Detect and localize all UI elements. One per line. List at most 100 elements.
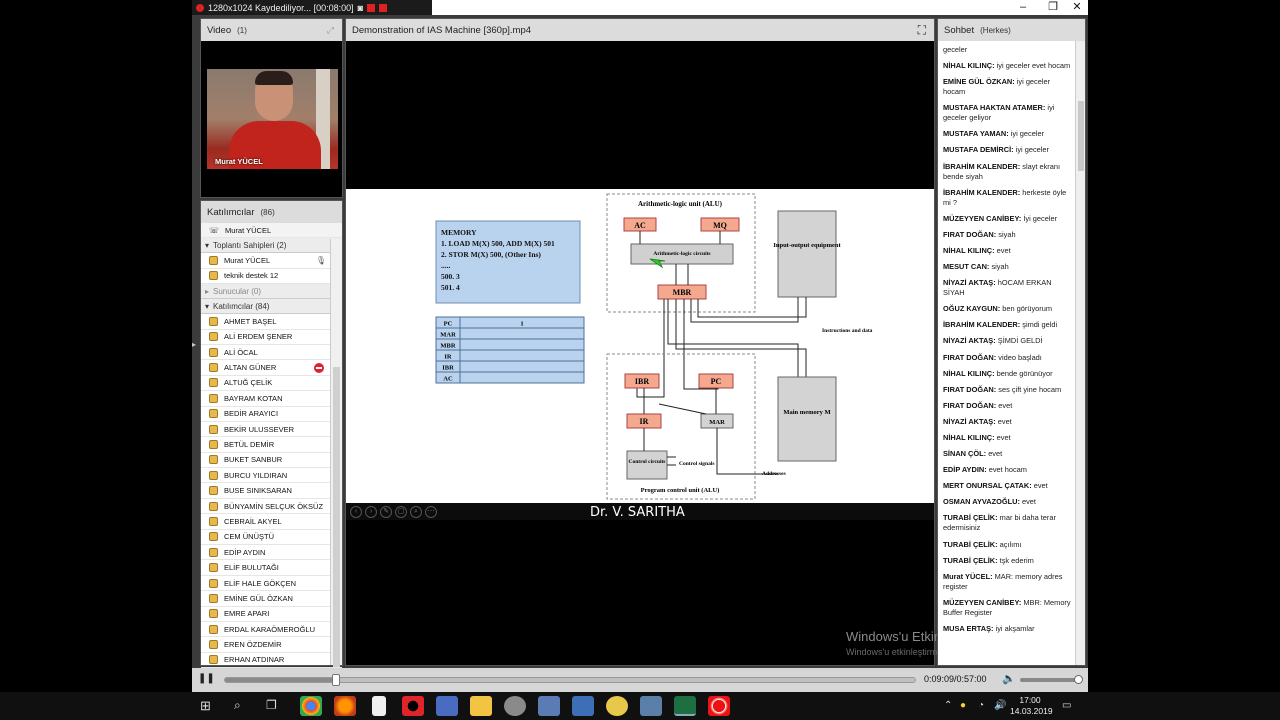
windows-taskbar: ⊞ ⌕ ❐ ⌃ ● ◔ 🔊 17:00 14.03.2019 ▭ bbox=[0, 692, 1280, 720]
chat-scroll-thumb[interactable] bbox=[1078, 101, 1084, 171]
seek-knob[interactable] bbox=[332, 674, 340, 686]
expand-icon[interactable]: ⤢ bbox=[326, 24, 334, 35]
tray-clock[interactable]: 17:00 14.03.2019 bbox=[1010, 695, 1053, 717]
main-video-title: Demonstration of IAS Machine [360p].mp4 bbox=[352, 24, 532, 36]
collapse-arrow-icon[interactable]: ▸ bbox=[192, 340, 197, 349]
volume-knob[interactable] bbox=[1074, 675, 1083, 684]
chat-text: evet hocam bbox=[988, 465, 1027, 475]
app-icon-3[interactable] bbox=[538, 696, 560, 716]
participant-row[interactable]: ERDAL KARAÖMEROĞLU bbox=[201, 622, 342, 638]
group-hosts[interactable]: ▾Toplantı Sahipleri (2) bbox=[201, 238, 342, 254]
chrome-icon[interactable] bbox=[300, 696, 322, 716]
app-icon-5[interactable] bbox=[640, 696, 662, 716]
speaker-icon[interactable]: 🔊 bbox=[994, 700, 1007, 711]
excel-icon[interactable] bbox=[674, 696, 696, 716]
participant-row[interactable]: BUSE SINIKSARAN bbox=[201, 483, 342, 499]
camera-icon[interactable]: ◙ bbox=[357, 2, 364, 13]
more-icon[interactable]: ⋯ bbox=[425, 505, 437, 518]
scroll-thumb[interactable] bbox=[333, 367, 340, 667]
participant-row[interactable]: ALİ ERDEM ŞENER bbox=[201, 330, 342, 345]
participants-panel: Katılımcılar (86) ☏ Murat YÜCEL ▾Toplant… bbox=[200, 200, 343, 669]
zoom-icon[interactable]: ⌕ bbox=[410, 505, 422, 518]
search-icon[interactable]: ⌕ bbox=[234, 698, 241, 712]
prev-slide-icon[interactable]: ‹ bbox=[350, 505, 362, 518]
pen-icon[interactable]: ✎ bbox=[380, 505, 392, 518]
participant-row[interactable]: CEM ÜNÜŞTÜ bbox=[201, 530, 342, 546]
lock-icon bbox=[209, 624, 218, 634]
pause-record-icon[interactable] bbox=[367, 3, 376, 12]
task-view-icon[interactable]: ❐ bbox=[266, 698, 277, 712]
participant-row[interactable]: ALTAN GÜNER bbox=[201, 360, 342, 376]
participant-row[interactable]: ALİ ÖCAL bbox=[201, 345, 342, 361]
pcu-box bbox=[606, 353, 756, 500]
star-app-icon[interactable] bbox=[606, 696, 628, 716]
group-attendees[interactable]: ▾Katılımcılar (84) bbox=[201, 299, 342, 315]
participant-row[interactable]: EREN ÖZDEMİR bbox=[201, 637, 342, 653]
chevron-right-icon: ▸ bbox=[205, 286, 210, 296]
chat-sender: NİYAZİ AKTAŞ: bbox=[943, 278, 996, 288]
minimize-button[interactable]: – bbox=[1019, 1, 1027, 13]
participant-row[interactable]: AHMET BAŞEL bbox=[201, 314, 342, 330]
seek-bar[interactable] bbox=[224, 674, 916, 686]
participant-row[interactable]: EMRE APARI bbox=[201, 607, 342, 622]
video-panel: Video (1) ⤢ Murat YÜCEL bbox=[200, 18, 343, 198]
participant-row[interactable]: BUKET SANBUR bbox=[201, 453, 342, 469]
participant-row[interactable]: ERHAN ATDINAR bbox=[201, 653, 342, 669]
pc-value: 1 bbox=[520, 321, 523, 328]
io-box bbox=[777, 210, 837, 298]
chat-sender: NİHAL KILINÇ: bbox=[943, 61, 995, 71]
slide-author: Dr. V. SARITHA bbox=[590, 505, 685, 520]
participant-row[interactable]: BEKİR ULUSSEVER bbox=[201, 422, 342, 438]
close-button[interactable]: ✕ bbox=[1072, 1, 1082, 13]
notifications-icon[interactable]: ▭ bbox=[1062, 700, 1072, 711]
participant-row[interactable]: EMİNE GÜL ÖZKAN bbox=[201, 591, 342, 607]
pause-button[interactable]: ❚❚ bbox=[198, 673, 215, 684]
app-icon-2[interactable] bbox=[504, 696, 526, 716]
opera-icon[interactable] bbox=[402, 696, 424, 716]
mar-label: MAR bbox=[709, 419, 725, 426]
participant-row[interactable]: ALTUĞ ÇELİK bbox=[201, 376, 342, 392]
fullscreen-icon[interactable]: ⛶ bbox=[917, 22, 926, 37]
volume-slider[interactable] bbox=[1020, 675, 1083, 684]
folder-icon[interactable] bbox=[470, 696, 492, 716]
participants-scrollbar[interactable] bbox=[330, 239, 342, 667]
recorder-app-icon[interactable] bbox=[708, 696, 730, 716]
pc-label: PC bbox=[711, 377, 722, 386]
app-icon-1[interactable] bbox=[436, 696, 458, 716]
participant-name: ELİF HALE GÖKÇEN bbox=[224, 578, 297, 588]
presenter-row[interactable]: ☏ Murat YÜCEL bbox=[201, 223, 342, 239]
file-icon[interactable] bbox=[372, 696, 386, 716]
chat-text: iyi geceler bbox=[1015, 145, 1049, 155]
volume-icon[interactable]: 🔈 bbox=[1002, 673, 1016, 685]
participant-row[interactable]: CEBRAİL AKYEL bbox=[201, 514, 342, 530]
next-slide-icon[interactable]: › bbox=[365, 505, 377, 518]
participant-row[interactable]: teknik destek 12 bbox=[201, 269, 342, 285]
tray-app-icon[interactable]: ● bbox=[960, 700, 967, 711]
chat-message: İBRAHİM KALENDER: herkeste öyle mi ? bbox=[943, 188, 1072, 208]
participant-name: ALTAN GÜNER bbox=[224, 363, 277, 373]
participant-row[interactable]: BETÜL DEMİR bbox=[201, 437, 342, 453]
windows-start-icon[interactable]: ⊞ bbox=[200, 698, 211, 713]
presenter-body bbox=[229, 121, 321, 169]
participant-row[interactable]: EDİP AYDIN bbox=[201, 545, 342, 561]
participant-row[interactable]: ELİF HALE GÖKÇEN bbox=[201, 576, 342, 592]
participant-row[interactable]: BÜNYAMİN SELÇUK ÖKSÜZ bbox=[201, 499, 342, 515]
copy-icon[interactable]: ▢ bbox=[395, 505, 407, 518]
chat-scrollbar[interactable] bbox=[1075, 41, 1085, 665]
participant-row[interactable]: BAYRAM KOTAN bbox=[201, 391, 342, 407]
stop-record-icon[interactable] bbox=[379, 3, 388, 12]
mbr-label: MBR bbox=[673, 288, 692, 297]
tray-chevron-icon[interactable]: ⌃ bbox=[944, 700, 953, 711]
network-icon[interactable]: ◔ bbox=[978, 700, 985, 711]
participant-row[interactable]: BURCU YILDIRAN bbox=[201, 468, 342, 484]
participant-row[interactable]: ELİF BULUTAĞI bbox=[201, 560, 342, 576]
firefox-icon[interactable] bbox=[334, 696, 356, 716]
app-icon-4[interactable] bbox=[572, 696, 594, 716]
clock-time: 17:00 bbox=[1019, 695, 1041, 705]
participant-row[interactable]: Murat YÜCEL🎙 bbox=[201, 253, 342, 269]
participant-name: ALTUĞ ÇELİK bbox=[224, 378, 273, 388]
restore-button[interactable]: ❐ bbox=[1048, 1, 1058, 13]
participant-row[interactable]: BEDİR ARAYICI bbox=[201, 407, 342, 422]
group-presenters[interactable]: ▸Sunucular (0) bbox=[201, 284, 342, 300]
chat-text: ses çift yine hocam bbox=[998, 384, 1062, 394]
